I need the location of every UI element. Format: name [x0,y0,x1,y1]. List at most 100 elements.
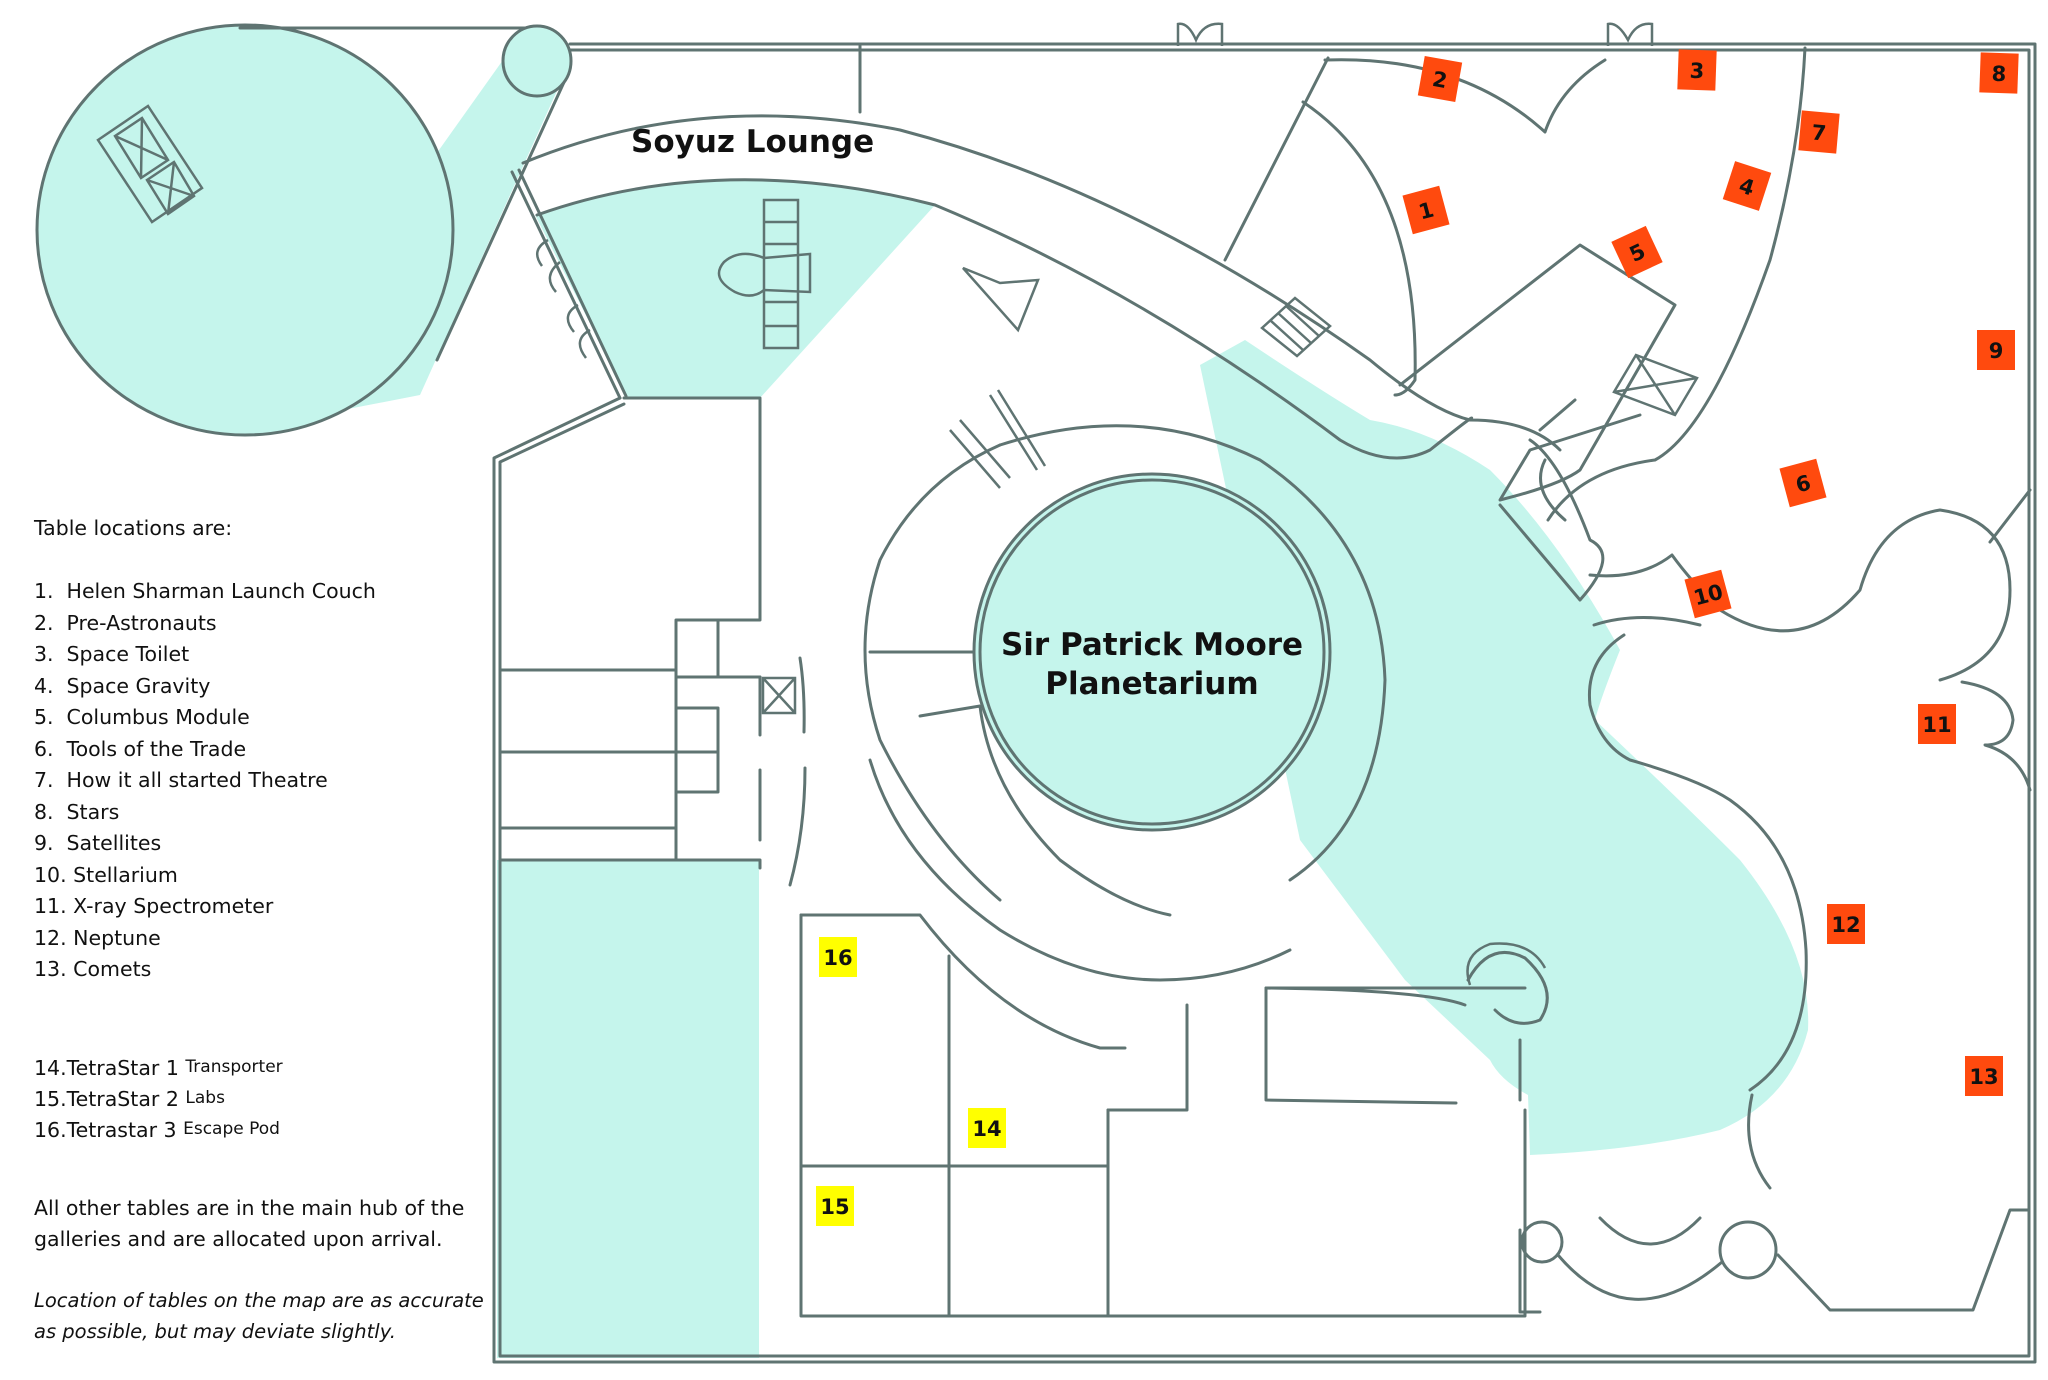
table-marker-box [1965,1056,2003,1096]
legend-title: Table locations are: [34,516,233,540]
side-doors-icon [535,238,591,359]
legend-item-sublabel: Escape Pod [183,1118,280,1139]
table-marker-number: 12 [1831,913,1860,937]
table-marker-1: 1 [1402,185,1450,235]
legend-item-number: 3. [34,642,54,666]
table-marker-8: 8 [1979,52,2019,94]
stairs-icon [1260,296,1332,358]
table-marker-box [1611,225,1663,279]
top-right-rooms [1223,46,2032,1092]
table-marker-5: 5 [1611,225,1663,279]
table-marker-number: 2 [1431,67,1450,93]
table-marker-number: 1 [1416,197,1436,224]
legend-item-sublabel: Labs [185,1087,225,1108]
table-marker-9: 9 [1977,330,2015,370]
tetrastar-rooms [799,913,1549,1318]
table-marker-7: 7 [1798,110,1840,154]
legend-item-label: Tools of the Trade [66,736,247,761]
table-marker-box [816,1186,854,1226]
table-marker-number: 7 [1811,120,1828,145]
bottom-right-arcs [1518,1093,2031,1314]
table-marker-box [1722,161,1772,211]
legend-item-label: TetraStar 1 [66,1055,179,1080]
table-marker-4: 4 [1722,161,1772,211]
legend-item-label: TetraStar 2 [66,1086,179,1111]
double-door-icon [1176,22,1224,46]
table-marker-15: 15 [816,1186,854,1226]
table-marker-11: 11 [1918,704,1956,744]
lift-icon [1612,353,1699,417]
legend-item-label: X-ray Spectrometer [73,894,274,918]
soyuz-corridor [521,44,1562,460]
legend-item-number: 4. [34,673,54,698]
soyuz-lounge-label: Soyuz Lounge [631,124,874,160]
legend-item: 12. Neptune [34,923,504,955]
central-band-fill [1200,340,1809,1155]
table-marker-box [1827,904,1865,944]
exhibit-plinth-icon [962,266,1040,333]
table-marker-number: 3 [1689,59,1704,83]
legend-item-label: How it all started Theatre [66,768,328,792]
accuracy-disclaimer: Location of tables on the map are as acc… [34,1288,484,1343]
table-marker-10: 10 [1684,569,1732,619]
table-marker-12: 12 [1827,904,1865,944]
table-marker-number: 14 [972,1117,1001,1141]
table-marker-box [1684,569,1732,619]
legend-item-label: Comets [73,957,152,981]
planetarium-doors [949,389,1047,489]
tetrastar-legend-item: 14.TetraStar 1 Transporter [34,1052,504,1083]
legend-item-label: Stars [66,799,120,824]
table-marker-box [1779,458,1827,508]
legend-item: 13. Comets [34,954,504,986]
legend-item-number: 7. [34,768,54,792]
legend-item-number: 8. [34,799,54,824]
legend-item-label: Helen Sharman Launch Couch [66,579,376,603]
tetrastar-legend-item: 15.TetraStar 2 Labs [34,1083,504,1114]
legend-item-label: Space Gravity [66,673,211,698]
satellite-icon [717,252,812,297]
legend-item-number: 11. [34,894,67,918]
table-marker-box [1417,56,1463,102]
legend-item: 11. X-ray Spectrometer [34,891,504,923]
left-rooms [498,396,807,887]
legend-item-label: Pre-Astronauts [66,610,217,635]
table-marker-box [819,937,857,977]
left-column-fill [497,860,759,1358]
double-door-icon [1606,22,1654,46]
legend-item: 8. Stars [34,797,504,829]
display-case-icon [96,104,204,224]
tetrastar-legend-item: 16.Tetrastar 3 Escape Pod [34,1114,504,1145]
legend-item-number: 10. [34,862,67,887]
table-marker-box [1798,110,1840,154]
table-marker-number: 4 [1736,173,1757,200]
funnel-side-wall [435,78,567,362]
legend-item: 2. Pre-Astronauts [34,608,504,640]
table-marker-14: 14 [968,1108,1006,1148]
legend-item-sublabel: Transporter [185,1056,283,1077]
legend-item-number: 9. [34,831,54,855]
legend-item-number: 5. [34,705,54,729]
legend-item-label: Stellarium [73,862,178,887]
table-marker-box [1979,52,2019,94]
gallery-fills [35,23,1809,1358]
spiral-icon [1466,942,1547,986]
legend-item: 5. Columbus Module [34,702,504,734]
legend-item: 4. Space Gravity [34,671,504,703]
outer-walls [492,42,2037,1364]
planetarium-dome [972,472,1332,832]
legend-panel: Table locations are: 1. Helen Sharman La… [34,516,504,1347]
table-marker-number: 15 [820,1195,849,1219]
table-marker-box [1918,704,1956,744]
table-marker-16: 16 [819,937,857,977]
planetarium-label-line1: Sir Patrick Moore [1001,627,1303,663]
round-room [35,23,455,437]
table-marker-box [968,1108,1006,1148]
legend-item-number: 12. [34,925,67,950]
table-marker-number: 8 [1991,62,2006,86]
legend-item: 10. Stellarium [34,860,504,892]
legend-item-number: 16. [34,1117,67,1142]
legend-item: 7. How it all started Theatre [34,765,504,797]
exhibit-icons [96,104,1547,986]
